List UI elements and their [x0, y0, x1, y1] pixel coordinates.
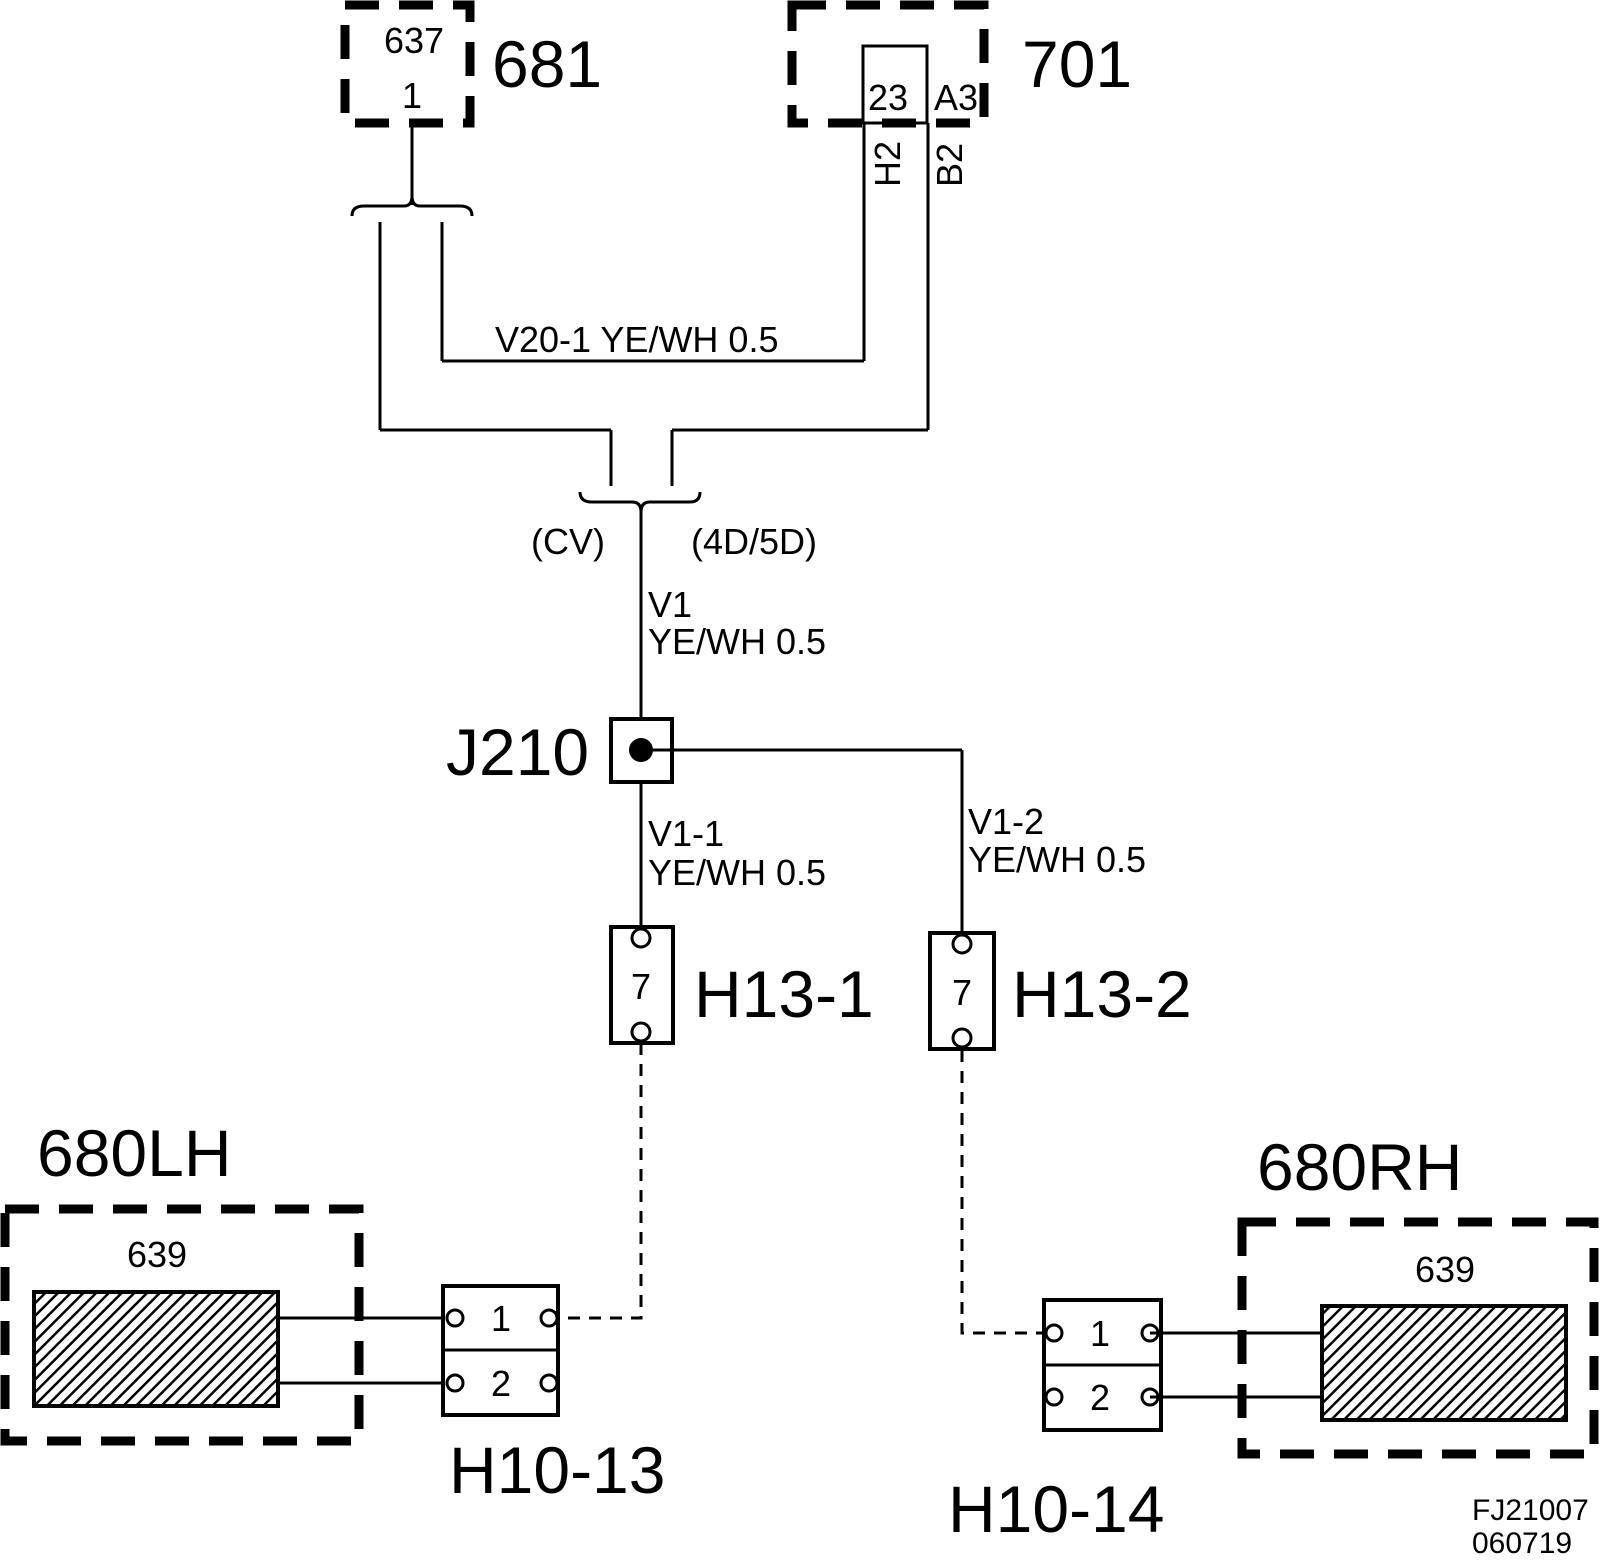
- connector-h10-14: 1 2 H10-14: [948, 1298, 1164, 1546]
- connector-681-pin-bottom: 1: [402, 75, 422, 116]
- component-680lh-inner: 639: [127, 1234, 187, 1275]
- component-680rh-inner: 639: [1415, 1249, 1475, 1290]
- component-680lh: 680LH 639: [0, 1116, 455, 1446]
- pin-icon: [445, 1373, 465, 1393]
- upper-wiring: V20-1 YE/WH 0.5 (CV) (4D/5D) V1 YE/WH 0.…: [350, 123, 930, 750]
- connector-h10-14-label: H10-14: [948, 1472, 1164, 1546]
- wire-b2-label: B2: [929, 143, 970, 187]
- component-680lh-label: 680LH: [37, 1116, 232, 1190]
- pin-icon: [539, 1373, 559, 1393]
- h13-2-pin: 7: [952, 972, 972, 1013]
- h10-13-pin2: 2: [491, 1363, 511, 1404]
- connector-681-pin-top: 637: [384, 20, 444, 61]
- lower-wiring: V1-1 YE/WH 0.5 V1-2 YE/WH 0.5: [562, 750, 1146, 1335]
- drawing-date: 060719: [1472, 1527, 1572, 1560]
- splice-j210-label: J210: [446, 715, 589, 789]
- wire-v1-1-id: V1-1: [648, 813, 724, 854]
- splice-j210: J210: [446, 715, 962, 789]
- connector-701: 23 A3 701 H2 B2: [787, 0, 1132, 187]
- connector-h13-1-label: H13-1: [694, 957, 874, 1031]
- variant-4d5d-label: (4D/5D): [691, 521, 817, 562]
- pin-icon: [1044, 1323, 1064, 1343]
- connector-701-pin-left: 23: [868, 77, 908, 118]
- connector-h13-2: 7 H13-2: [928, 931, 1192, 1051]
- pin-icon: [445, 1308, 465, 1328]
- drawing-code: FJ21007: [1472, 1494, 1589, 1527]
- connector-701-label: 701: [1022, 27, 1132, 101]
- wire-v20-1-label: V20-1 YE/WH 0.5: [495, 319, 778, 360]
- connector-681: 637 1 681: [340, 0, 602, 128]
- wire-v1-spec: YE/WH 0.5: [648, 621, 826, 662]
- pin-icon: [1044, 1387, 1064, 1407]
- connector-h10-13-label: H10-13: [449, 1433, 665, 1507]
- wire-v1-id: V1: [648, 584, 692, 625]
- wire-v1-2-id: V1-2: [968, 801, 1044, 842]
- splice-dot-icon: [629, 738, 653, 762]
- component-680rh: 680RH 639: [1150, 1130, 1599, 1459]
- connector-681-label: 681: [492, 27, 602, 101]
- wire-v1-2-spec: YE/WH 0.5: [968, 839, 1146, 880]
- drawing-id: FJ21007 060719: [1472, 1494, 1589, 1560]
- connector-h13-2-label: H13-2: [1012, 957, 1192, 1031]
- pin-icon: [951, 1027, 973, 1049]
- h10-13-pin1: 1: [491, 1298, 511, 1339]
- h13-1-pin: 7: [631, 966, 651, 1007]
- h10-14-pin1: 1: [1090, 1313, 1110, 1354]
- h10-14-pin2: 2: [1090, 1377, 1110, 1418]
- component-680rh-label: 680RH: [1257, 1130, 1462, 1204]
- connector-h10-13: 1 2 H10-13: [441, 1284, 665, 1507]
- pin-icon: [539, 1308, 559, 1328]
- connector-h13-1: 7 H13-1: [609, 925, 874, 1045]
- wire-v1-1-spec: YE/WH 0.5: [648, 852, 826, 893]
- wire-h2-label: H2: [867, 141, 908, 187]
- pin-icon: [630, 1021, 652, 1043]
- pin-icon: [951, 933, 973, 955]
- variant-cv-label: (CV): [531, 521, 605, 562]
- pin-icon: [630, 927, 652, 949]
- connector-701-pin-right: A3: [934, 77, 978, 118]
